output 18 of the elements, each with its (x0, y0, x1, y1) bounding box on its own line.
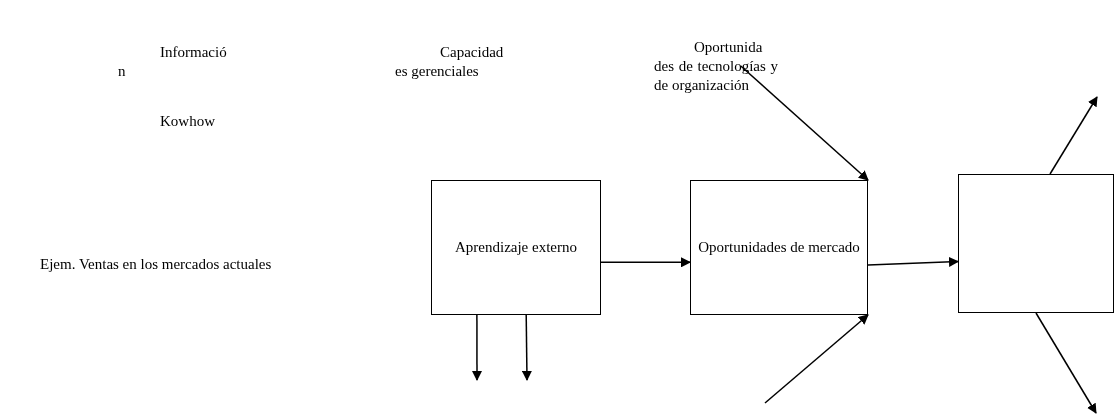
arrow (600, 257, 691, 268)
arrow (472, 314, 482, 381)
arrow (764, 314, 869, 404)
note-text: Informació n (118, 43, 228, 81)
note-text: Ejem. Ventas en los mercados actuales (39, 255, 273, 274)
note-text: Kowhow (160, 112, 216, 131)
note-text: Capacidad es gerenciales (395, 43, 505, 81)
arrow (1035, 312, 1097, 414)
process-box (431, 180, 601, 315)
note-text: Oportunida des de tecnologías y de organización (654, 37, 778, 95)
process-box (690, 180, 868, 315)
box-label: Oportunidades de mercado (698, 239, 860, 256)
box-label: Aprendizaje externo (455, 239, 577, 256)
arrow (1049, 96, 1098, 175)
empty-box (958, 174, 1114, 313)
arrow (740, 65, 869, 181)
arrow (867, 256, 959, 267)
arrow (521, 314, 532, 381)
